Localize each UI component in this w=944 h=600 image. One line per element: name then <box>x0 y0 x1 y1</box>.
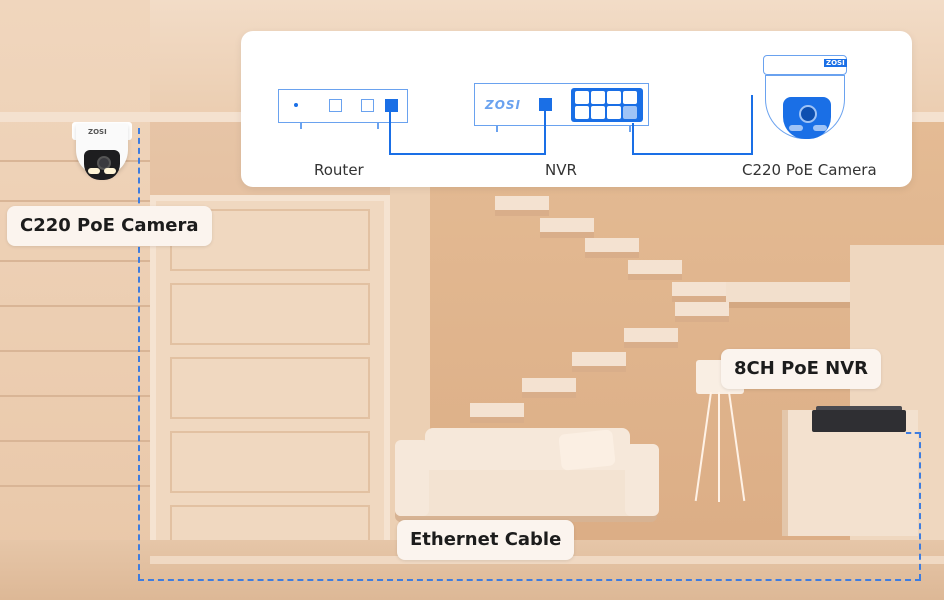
floor-step <box>150 556 944 564</box>
nvr-camera-line <box>632 123 634 155</box>
cable-to-nvr <box>906 432 920 434</box>
router-label: Router <box>314 161 364 179</box>
stair-step <box>628 260 682 274</box>
sofa-arm <box>625 444 659 516</box>
nvr-camera-line <box>632 153 753 155</box>
camera-label: C220 PoE Camera <box>7 206 212 246</box>
stair-step <box>470 403 524 417</box>
nvr-label-diagram: NVR <box>545 161 577 179</box>
left-wall <box>0 0 150 600</box>
stair-step <box>672 282 726 296</box>
ethernet-cable-label: Ethernet Cable <box>397 520 575 560</box>
nvr-camera-line <box>751 95 753 155</box>
router-nvr-line <box>544 111 546 155</box>
camera-label-diagram: C220 PoE Camera <box>742 161 877 179</box>
nvr-label: 8CH PoE NVR <box>721 349 882 389</box>
connection-diagram: Router ZOSI NVR ZOSI <box>241 31 912 187</box>
stair-step <box>495 196 549 210</box>
router-icon <box>278 89 408 123</box>
stair-step <box>540 218 594 232</box>
stair-step <box>585 238 639 252</box>
stair-landing <box>725 282 880 302</box>
sofa-arm <box>395 440 429 516</box>
camera-brand-logo: ZOSI <box>88 128 107 136</box>
cable-vertical-left <box>138 128 140 580</box>
router-nvr-line <box>389 153 546 155</box>
stair-step <box>675 302 729 316</box>
sofa-pillow <box>558 429 616 471</box>
cable-horizontal-bottom <box>138 579 921 581</box>
nvr-icon: ZOSI <box>474 83 649 126</box>
sofa-seat <box>395 470 657 516</box>
camera-face <box>84 150 120 180</box>
wall-door <box>150 195 390 560</box>
cable-vertical-right <box>919 432 921 580</box>
stair-step <box>624 328 678 342</box>
stair-step <box>572 352 626 366</box>
router-nvr-line <box>389 111 391 155</box>
camera-icon: ZOSI <box>763 55 847 75</box>
nvr-brand-logo: ZOSI <box>485 98 522 112</box>
stair-step <box>522 378 576 392</box>
camera-icon-logo: ZOSI <box>824 59 847 67</box>
nvr-device <box>812 410 906 432</box>
